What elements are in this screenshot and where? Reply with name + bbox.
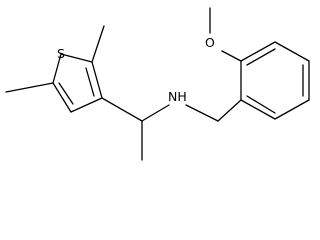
bond-ar2-ar3 bbox=[240, 41, 276, 62]
bond-c5-methyl bbox=[5, 82, 54, 93]
bond-ar5-ar6 bbox=[274, 99, 310, 120]
bond-c3-ch bbox=[101, 97, 143, 122]
bond-ar3-ar4 bbox=[274, 41, 310, 62]
sulfur-label: S bbox=[57, 46, 65, 61]
bond-c2-c3 bbox=[91, 61, 103, 99]
thiophene-ring bbox=[52, 53, 103, 113]
amine-label: NH bbox=[168, 89, 187, 104]
bond-ar2-o bbox=[221, 50, 242, 62]
benzene-ring bbox=[240, 41, 310, 120]
bond-ar6-ar1 bbox=[240, 99, 276, 120]
bond-ch2-aryl bbox=[217, 99, 242, 122]
bond-c4-c5-inner bbox=[58, 82, 74, 105]
bond-c4-c5 bbox=[52, 82, 72, 113]
bond-ar2-ar3-inner bbox=[246, 48, 276, 66]
bond-c2-c3-inner bbox=[85, 67, 95, 97]
bond-c2-methyl bbox=[91, 25, 105, 63]
chemical-structure: S NH O bbox=[5, 7, 310, 161]
bond-n-ch2 bbox=[185, 104, 219, 122]
bond-ar6-ar1-inner bbox=[246, 95, 276, 114]
bond-c5-s bbox=[52, 53, 62, 84]
oxygen-label: O bbox=[205, 35, 215, 50]
bond-s-c2 bbox=[60, 53, 93, 63]
bond-ch-n bbox=[141, 104, 170, 122]
bond-c3-c4 bbox=[70, 97, 103, 113]
